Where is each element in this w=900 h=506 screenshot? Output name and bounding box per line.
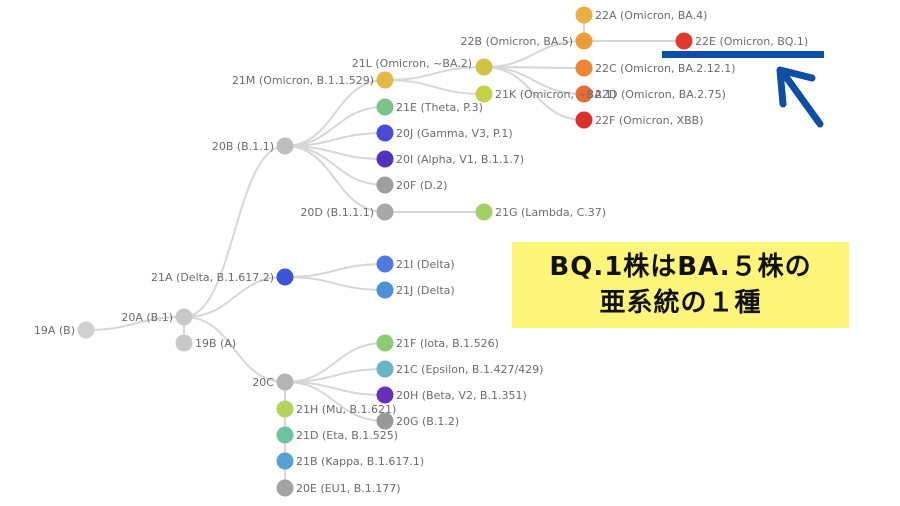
node-19b[interactable] — [175, 334, 193, 352]
callout-box: BQ.1株はBA.５株の 亜系統の１種 — [512, 242, 849, 328]
node-21j[interactable] — [376, 281, 394, 299]
node-label-21c: 21C (Epsilon, B.1.427/429) — [396, 363, 543, 376]
node-label-21l: 21L (Omicron, ~BA.2) — [352, 57, 472, 70]
node-20i[interactable] — [376, 150, 394, 168]
node-20g[interactable] — [376, 412, 394, 430]
node-label-22b: 22B (Omicron, BA.5) — [461, 35, 573, 48]
node-20e[interactable] — [276, 479, 294, 497]
callout-line-1: BQ.1株はBA.５株の — [549, 252, 812, 282]
node-label-20b: 20B (B.1.1) — [212, 140, 274, 153]
node-label-22c: 22C (Omicron, BA.2.12.1) — [595, 62, 736, 75]
node-21f[interactable] — [376, 334, 394, 352]
node-label-20i: 20I (Alpha, V1, B.1.1.7) — [396, 153, 524, 166]
node-label-19a: 19A (B) — [34, 324, 75, 337]
node-label-21h: 21H (Mu, B.1.621) — [296, 403, 396, 416]
node-label-22e: 22E (Omicron, BQ.1) — [695, 35, 808, 48]
node-21e[interactable] — [376, 98, 394, 116]
node-label-21b: 21B (Kappa, B.1.617.1) — [296, 455, 424, 468]
tree-edge — [284, 145, 386, 213]
tree-edge — [284, 276, 386, 291]
highlight-underline — [662, 51, 824, 58]
node-21i[interactable] — [376, 255, 394, 273]
node-22a[interactable] — [575, 6, 593, 24]
node-20c[interactable] — [276, 373, 294, 391]
node-label-20j: 20J (Gamma, V3, P.1) — [396, 127, 513, 140]
node-label-20c: 20C — [252, 376, 274, 389]
tree-edge — [483, 66, 585, 121]
node-label-20a: 20A (B.1) — [121, 311, 173, 324]
node-label-22f: 22F (Omicron, XBB) — [595, 114, 704, 127]
node-label-21e: 21E (Theta, P.3) — [396, 101, 483, 114]
node-20j[interactable] — [376, 124, 394, 142]
tree-edge — [284, 106, 386, 147]
node-20a[interactable] — [175, 308, 193, 326]
node-20f[interactable] — [376, 176, 394, 194]
node-22b[interactable] — [575, 32, 593, 50]
callout-line-2: 亜系統の１種 — [599, 288, 762, 318]
node-22d[interactable] — [575, 85, 593, 103]
tree-edge — [284, 381, 386, 422]
node-label-19b: 19B (A) — [195, 337, 236, 350]
node-21b[interactable] — [276, 452, 294, 470]
node-21l[interactable] — [475, 58, 493, 76]
tree-edge — [284, 342, 386, 383]
node-label-21g: 21G (Lambda, C.37) — [495, 206, 606, 219]
tree-nodes — [77, 6, 693, 497]
node-label-21d: 21D (Eta, B.1.525) — [296, 429, 398, 442]
node-label-21i: 21I (Delta) — [396, 258, 455, 271]
arrow-icon — [776, 66, 824, 128]
node-label-20f: 20F (D.2) — [396, 179, 447, 192]
node-22f[interactable] — [575, 111, 593, 129]
node-21a[interactable] — [276, 268, 294, 286]
node-20d[interactable] — [376, 203, 394, 221]
tree-labels: 19A (B) 20A (B.1) 19B (A) 20B (B.1.1) 21A (D… — [34, 9, 808, 495]
highlight-marker — [662, 51, 824, 128]
node-21g[interactable] — [475, 203, 493, 221]
node-19a[interactable] — [77, 321, 95, 339]
node-20b[interactable] — [276, 137, 294, 155]
tree-edge — [483, 40, 585, 68]
node-label-20h: 20H (Beta, V2, B.1.351) — [396, 389, 527, 402]
node-21k[interactable] — [475, 85, 493, 103]
tree-edge — [284, 263, 386, 278]
node-label-21f: 21F (Iota, B.1.526) — [396, 337, 499, 350]
node-21d[interactable] — [276, 426, 294, 444]
node-21m[interactable] — [376, 71, 394, 89]
node-21c[interactable] — [376, 360, 394, 378]
node-22c[interactable] — [575, 59, 593, 77]
node-label-20g: 20G (B.1.2) — [396, 415, 459, 428]
node-label-21m: 21M (Omicron, B.1.1.529) — [232, 74, 374, 87]
node-20h[interactable] — [376, 386, 394, 404]
node-label-21j: 21J (Delta) — [396, 284, 455, 297]
node-label-21a: 21A (Delta, B.1.617.2) — [151, 271, 274, 284]
tree-edge — [183, 145, 286, 318]
tree-edges — [85, 15, 684, 488]
tree-edge — [183, 276, 286, 318]
tree-edge — [284, 79, 386, 147]
node-22e[interactable] — [675, 32, 693, 50]
node-label-20d: 20D (B.1.1.1) — [300, 206, 374, 219]
node-21h[interactable] — [276, 400, 294, 418]
tree-edge — [85, 316, 185, 331]
tree-edge — [384, 79, 485, 95]
node-label-21k: 21K (Omicron, ~BA.1) — [495, 88, 616, 101]
node-label-20e: 20E (EU1, B.1.177) — [296, 482, 401, 495]
node-label-22d: 22D (Omicron, BA.2.75) — [595, 88, 726, 101]
node-label-22a: 22A (Omicron, BA.4) — [595, 9, 707, 22]
tree-edge — [183, 316, 286, 383]
